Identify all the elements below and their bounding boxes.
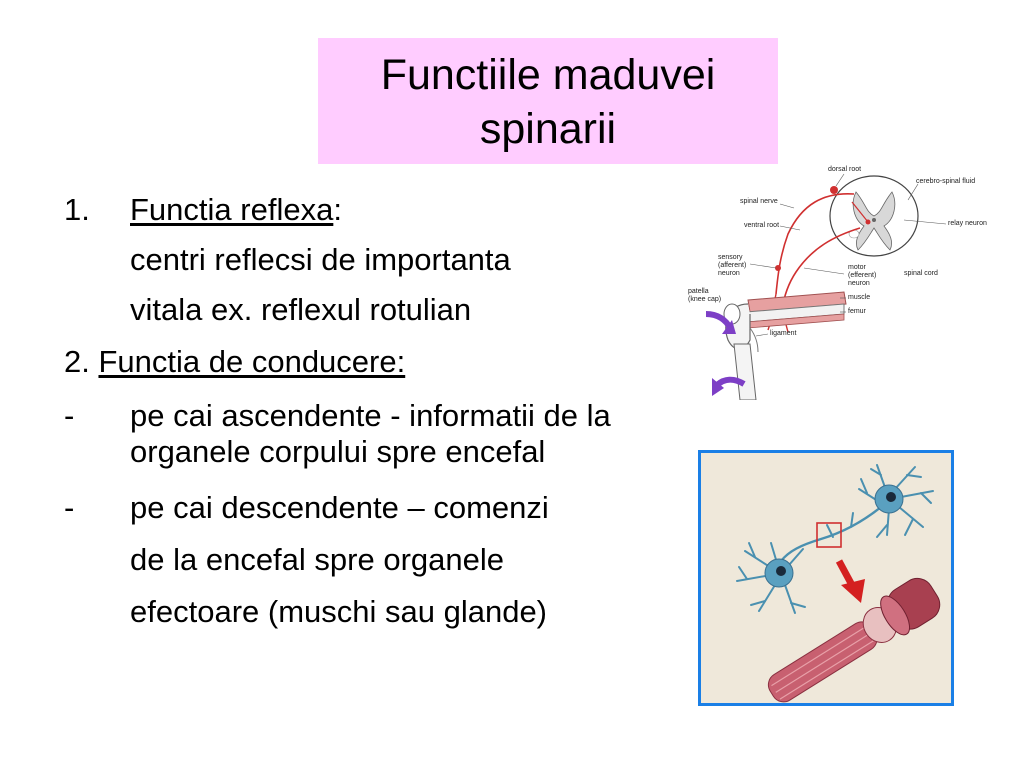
label-efferent: (efferent)	[848, 272, 877, 279]
label-spinal-cord: spinal cord	[904, 270, 938, 277]
item-2-prefix: 2.	[64, 344, 99, 379]
item-1-heading-line: Functia reflexa:	[130, 192, 342, 228]
label-muscle: muscle	[848, 294, 871, 301]
reflex-arc-figure: dorsal root cerebro-spinal fluid spinal …	[684, 164, 1000, 401]
title-line-2: spinarii	[479, 105, 617, 153]
title-line-1: Functiile maduvei	[380, 51, 716, 99]
label-dorsal-root: dorsal root	[828, 166, 862, 173]
label-csf: cerebro-spinal fluid	[916, 178, 976, 185]
bullet-1-line-1: pe cai ascendente - informatii de la	[130, 398, 611, 433]
label-relay-neuron: relay neuron	[948, 220, 987, 227]
reflex-arc-drawing	[705, 173, 947, 401]
item-2-heading: Functia de conducere:	[98, 344, 406, 379]
label-spinal-nerve: spinal nerve	[740, 198, 778, 205]
item-1-colon: :	[333, 192, 342, 227]
label-patella: patella	[688, 288, 709, 295]
label-ventral-root: ventral root	[744, 222, 780, 229]
title-box: Functiile maduvei spinarii	[318, 38, 778, 164]
label-motor: motor	[848, 264, 866, 271]
label-sensory: sensory	[718, 254, 743, 261]
label-knee-cap: (knee cap)	[688, 296, 722, 303]
label-motor-neuron: neuron	[848, 280, 870, 287]
label-ligament: ligament	[770, 330, 797, 337]
item-1-line-2: centri reflecsi de importanta	[130, 242, 511, 277]
bullet-2-line-3: efectoare (muschi sau glande)	[130, 594, 548, 629]
item-1-line-3: vitala ex. reflexul rotulian	[130, 292, 472, 327]
bullet-2-marker: -	[64, 490, 75, 525]
neuron-muscle-drawing	[736, 464, 941, 703]
bullet-2-line-1: pe cai descendente – comenzi	[130, 490, 549, 525]
bullet-2-line-2: de la encefal spre organele	[130, 542, 504, 577]
bullet-1-marker: -	[64, 398, 75, 433]
neuron-muscle-figure	[698, 450, 954, 706]
label-femur: femur	[848, 308, 866, 315]
item-1-heading: Functia reflexa	[130, 192, 334, 227]
item-2-line: 2. Functia de conducere:	[64, 344, 405, 380]
label-sensory-neuron: neuron	[718, 270, 740, 277]
label-afferent: (afferent)	[718, 262, 747, 269]
bullet-1-line-2: organele corpului spre encefal	[130, 434, 546, 469]
item-1-number: 1.	[64, 192, 90, 227]
